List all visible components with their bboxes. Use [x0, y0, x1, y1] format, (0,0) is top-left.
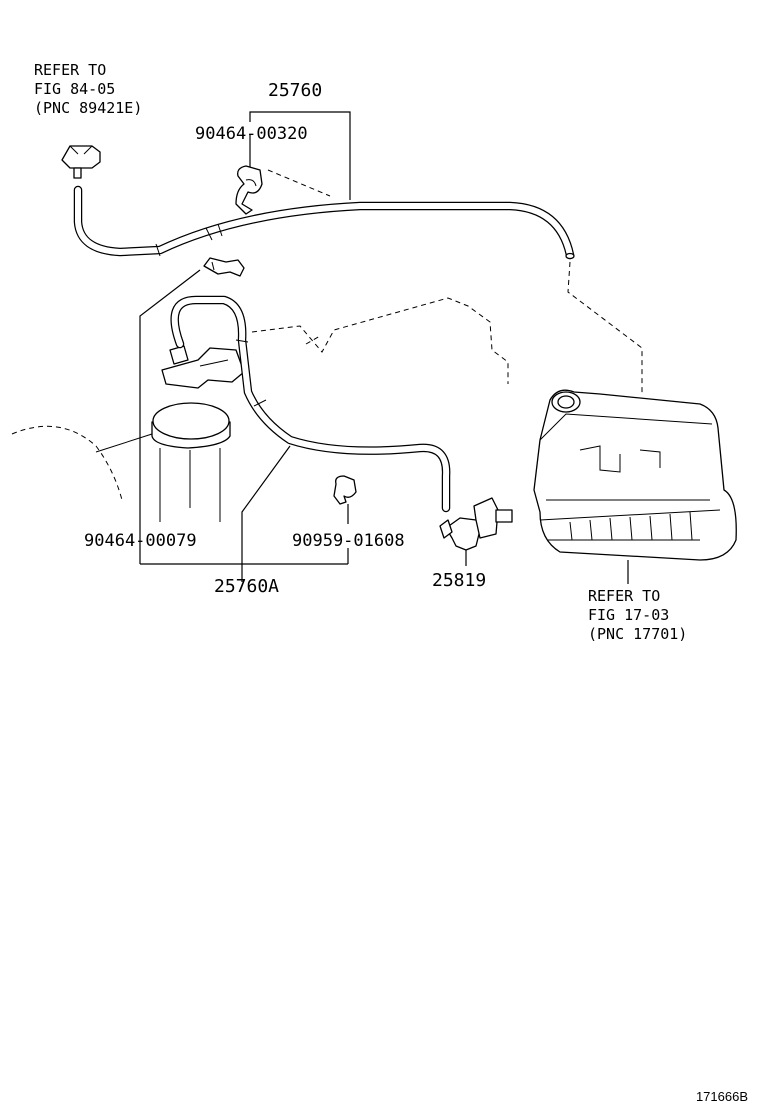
part-number-90464-00320: 90464-00320 [195, 124, 308, 144]
leader-25760 [249, 111, 351, 200]
refer-84-line2: FIG 84-05 [34, 80, 115, 98]
leader-90464-00079 [139, 269, 201, 564]
upper-vacuum-hose [73, 185, 575, 260]
refer-17-line2: FIG 17-03 [588, 606, 669, 624]
refer-fig-84-callout: REFER TO FIG 84-05 (PNC 89421E) [34, 61, 142, 117]
bracket-clip-icon [203, 257, 245, 277]
leader-25760A [241, 445, 291, 582]
refer-17-line1: REFER TO [588, 587, 660, 605]
refer-17-line3: (PNC 17701) [588, 625, 687, 643]
part-number-25760: 25760 [268, 80, 322, 101]
refer-84-line3: (PNC 89421E) [34, 99, 142, 117]
part-number-25760A: 25760A [214, 576, 279, 597]
part-number-90959-01608: 90959-01608 [292, 531, 405, 551]
tank-outline [11, 425, 123, 501]
intake-pipe-icon [161, 345, 245, 389]
hose-clip-upper-icon [235, 165, 263, 215]
small-clip-icon [333, 475, 357, 505]
refer-84-line1: REFER TO [34, 61, 106, 79]
hose-to-air-cleaner-dashed [567, 261, 643, 395]
sensor-connector-icon [61, 145, 101, 179]
vsv-valve-icon [439, 497, 513, 566]
part-number-90464-00079: 90464-00079 [84, 531, 197, 551]
illustration-code: 171666B [695, 1089, 748, 1104]
engine-outline [251, 297, 509, 384]
charcoal-canister-icon [151, 402, 231, 522]
part-number-25819: 25819 [432, 570, 486, 591]
refer-fig-17-callout: REFER TO FIG 17-03 (PNC 17701) [588, 587, 687, 643]
clip-dashed-leader [267, 169, 331, 197]
lower-vacuum-hose [170, 295, 451, 513]
air-cleaner-icon [533, 389, 737, 584]
canister-leader [95, 433, 153, 453]
